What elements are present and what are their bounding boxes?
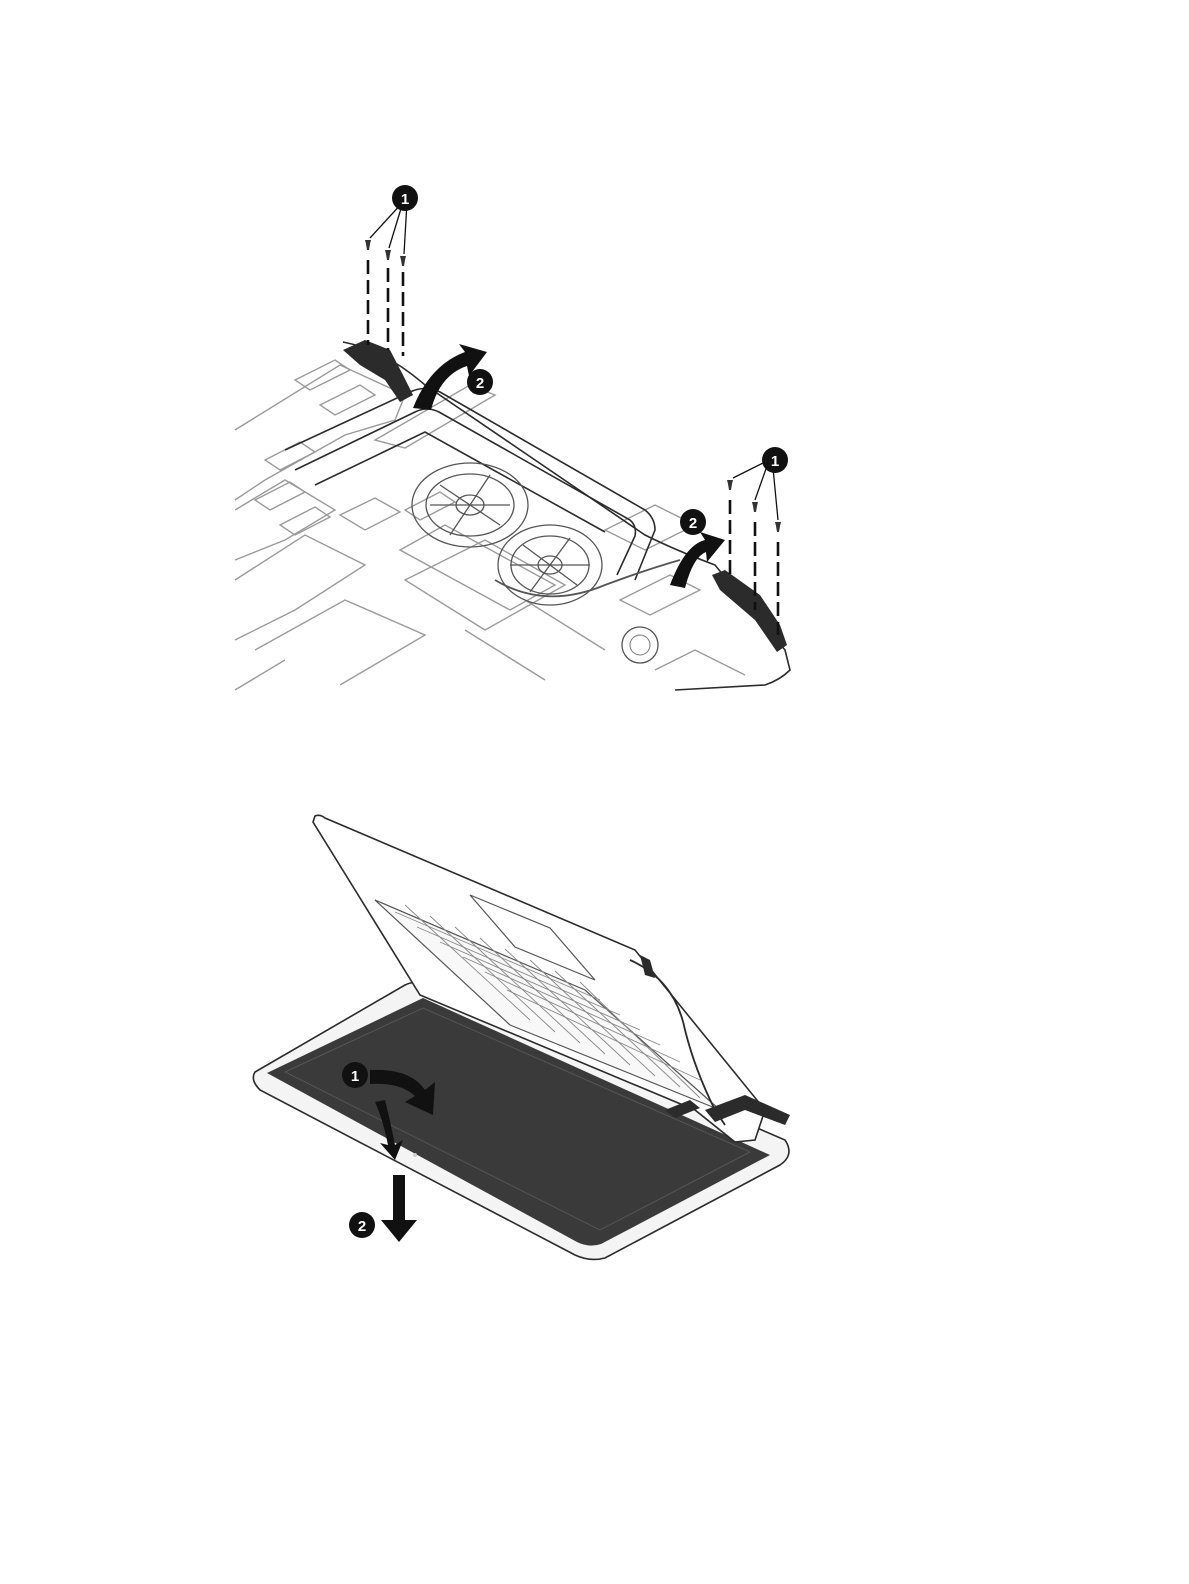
- system-board-outline: [235, 360, 745, 690]
- svg-text:2: 2: [689, 515, 697, 532]
- display-removal-illustration: 1 2: [245, 810, 815, 1270]
- hinge-removal-illustration: 1 2 2 1: [225, 180, 805, 700]
- callout-1-right: 1: [762, 447, 788, 473]
- webcam: [413, 1153, 417, 1157]
- screw-guide-lines-left: [368, 260, 403, 356]
- slide-down-arrow: [381, 1175, 417, 1242]
- callout-2-right: 2: [680, 509, 706, 535]
- svg-text:1: 1: [771, 453, 779, 470]
- fan-left: [412, 463, 528, 547]
- svg-text:2: 2: [476, 375, 484, 392]
- svg-text:1: 1: [351, 1068, 359, 1085]
- svg-text:2: 2: [358, 1218, 366, 1235]
- screws-left: [365, 240, 406, 266]
- callout-1-display: 1: [342, 1062, 368, 1088]
- callout-2-display: 2: [349, 1212, 375, 1238]
- display-assembly-drawing: 1 2: [245, 810, 815, 1270]
- speaker: [622, 627, 658, 663]
- callout-2-left: 2: [467, 369, 493, 395]
- base-enclosure-drawing: 1 2 2 1: [225, 180, 805, 700]
- callout-1-left: 1: [392, 185, 418, 211]
- svg-text:1: 1: [401, 191, 409, 208]
- right-hinge: [712, 570, 787, 652]
